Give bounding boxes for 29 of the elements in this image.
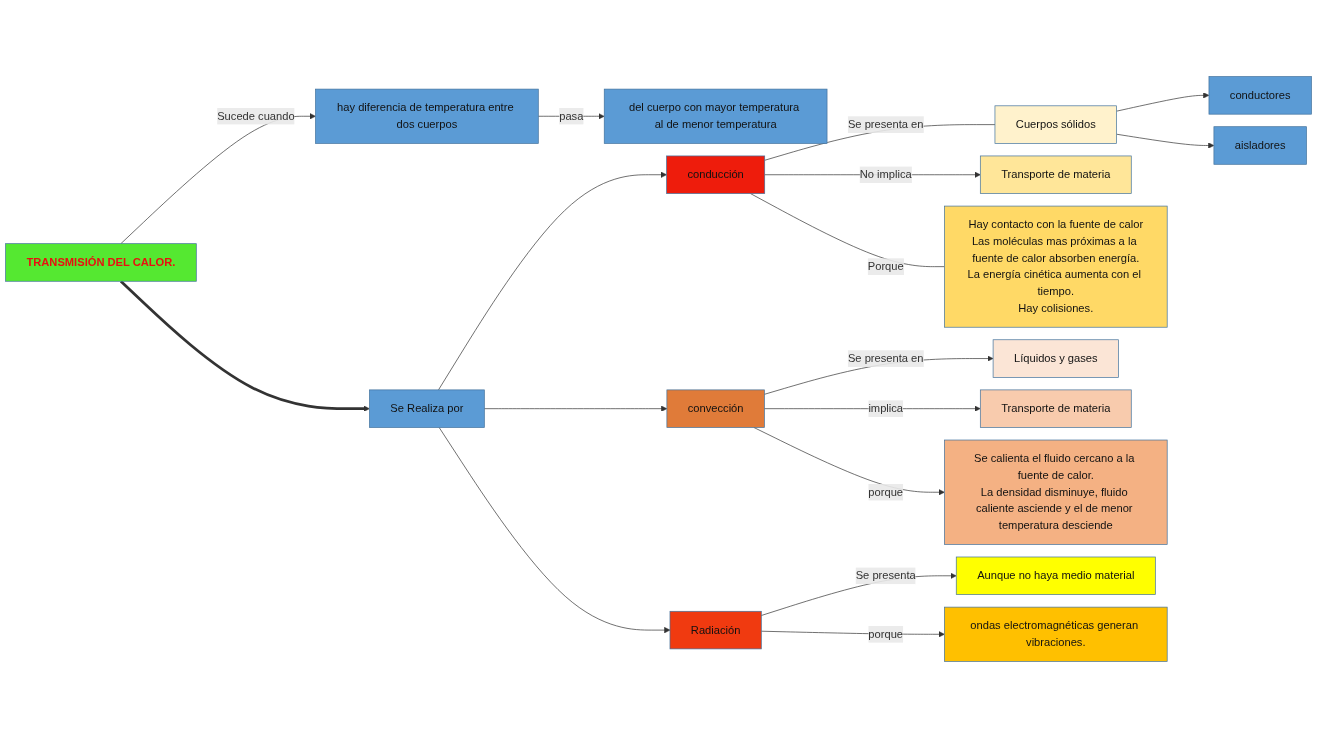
edge-label: Se presenta en xyxy=(847,352,924,365)
node-box: Se calienta el fluido cercano a la fuente de calor. La densidad disminuye, fluido caliente asciende y el de menor temperatura desciende xyxy=(944,439,1168,545)
edge-label: Se presenta xyxy=(855,569,916,582)
edge-label: Sucede cuando xyxy=(217,109,295,122)
edge-label: Porque xyxy=(867,260,904,273)
node-box: ondas electromagnéticas generan vibraciones. xyxy=(944,606,1168,662)
node-box: aisladores xyxy=(1213,126,1307,165)
node-box: Se Realiza por xyxy=(369,389,485,428)
connector xyxy=(750,193,945,267)
edge-label: pasa xyxy=(559,109,584,122)
edge-label: porque xyxy=(868,628,904,640)
node-box: Hay contacto con la fuente de calor Las moléculas mas próximas a la fuente de calor absorben energía. La energía cinética aumenta con el tiempo. Hay colisiones. xyxy=(944,205,1168,328)
node-box: Transporte de materia xyxy=(979,155,1132,194)
arrow xyxy=(119,280,370,412)
node-box: Radiación xyxy=(669,610,762,650)
node-box: conducción xyxy=(666,155,766,194)
node-box: Aunque no haya medio material xyxy=(955,556,1156,595)
edge-label: No implica xyxy=(859,168,912,181)
node-box: Líquidos y gases xyxy=(992,339,1119,378)
node-box: TRANSMISIÓN DEL CALOR. xyxy=(5,243,197,282)
edge-label: Se presenta en xyxy=(847,118,924,131)
node-box: convección xyxy=(666,389,765,428)
edge-label: porque xyxy=(868,485,904,498)
node-box: Cuerpos sólidos xyxy=(994,105,1117,144)
node-box: hay diferencia de temperatura entre dos cuerpos xyxy=(315,88,539,144)
node-box: Transporte de materia xyxy=(979,389,1132,428)
edge-label: implica xyxy=(868,402,904,415)
node-box: conductores xyxy=(1208,76,1312,115)
node-box: del cuerpo con mayor temperatura al de menor temperatura xyxy=(603,88,828,144)
